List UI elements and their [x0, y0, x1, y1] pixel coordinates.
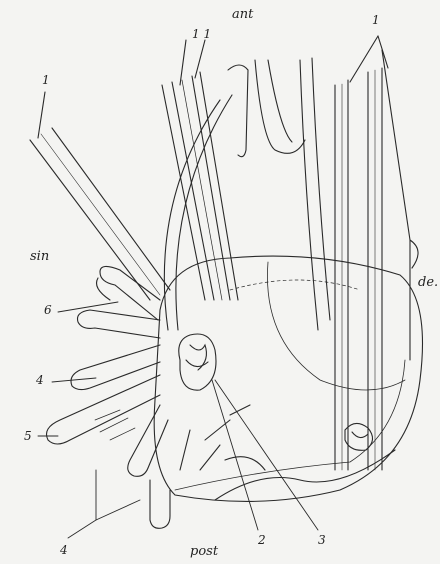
label-anterior: ant: [232, 8, 253, 21]
label-4-upper: 4: [36, 374, 44, 386]
label-6: 6: [44, 304, 52, 316]
label-4-lower: 4: [60, 544, 68, 556]
label-3: 3: [318, 534, 326, 546]
label-2: 2: [258, 534, 266, 546]
label-11: 1 1: [192, 28, 211, 40]
label-sinister: sin: [30, 250, 49, 263]
label-5: 5: [24, 430, 32, 442]
label-dexter: de.: [418, 276, 438, 289]
label-1-right: 1: [372, 14, 380, 26]
label-posterior: post: [190, 545, 218, 558]
label-1-left: 1: [42, 74, 50, 86]
